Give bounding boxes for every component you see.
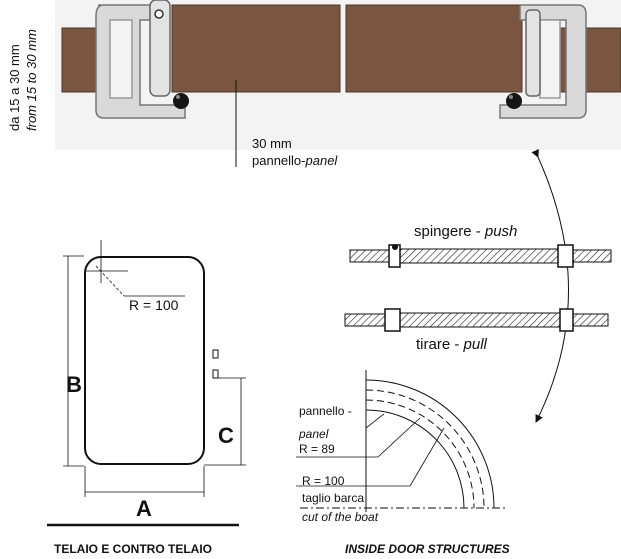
panel-label-it: pannello- [252, 153, 306, 168]
pull-label-en: pull [463, 336, 488, 353]
push-section [349, 244, 612, 268]
pull-right-profile [559, 308, 574, 332]
panel-cross-section: 30 mm pannello-panel da 15 a 30 mm from … [7, 0, 621, 168]
pull-right-wall [572, 313, 609, 327]
structure-panel-radius: R = 89 [299, 442, 335, 456]
structure-panel-label-it: pannello - [299, 404, 352, 418]
push-label: spingere - push [414, 223, 517, 240]
cut-radius-leader [409, 427, 445, 487]
right-gasket-highlight [509, 95, 513, 99]
right-gasket [506, 93, 522, 109]
dashed-arc-inner [365, 399, 475, 509]
panel-name-label: pannello-panel [252, 153, 338, 168]
structure-panel-label-en: panel [298, 427, 329, 441]
structure-detail-drawing [296, 370, 508, 512]
push-right-profile [557, 244, 574, 268]
push-left-wall [349, 249, 391, 263]
center-right-panel [345, 4, 523, 93]
pull-label-it: tirare - [416, 336, 464, 353]
right-frame-profile [499, 4, 587, 119]
pull-left-wall [344, 313, 386, 327]
door-motion-drawing: spingere - push tirare - pull [344, 148, 612, 423]
pull-section [344, 308, 609, 332]
panel-leader [365, 413, 385, 429]
radius-label: R = 100 [129, 297, 179, 313]
push-door-panel [399, 248, 559, 264]
profile-mark-top [212, 349, 219, 359]
panel-size-label: 30 mm [252, 136, 292, 151]
frame-outline-drawing [47, 240, 246, 527]
profile-mark-bottom [212, 369, 219, 379]
panel-label-en: panel [305, 153, 339, 168]
structure-cut-label-en: cut of the boat [302, 510, 379, 524]
left-frame-profile [95, 0, 186, 119]
thickness-label-it: da 15 a 30 mm [7, 44, 22, 131]
pull-left-profile [384, 308, 401, 332]
push-gasket [392, 244, 398, 250]
push-right-wall [572, 249, 612, 263]
structure-cut-label-it: taglio barca [302, 491, 364, 505]
frame-outline [84, 256, 205, 465]
dimension-c-label: C [218, 423, 234, 448]
dashed-arc-outer [365, 389, 485, 509]
push-label-it: spingere - [414, 223, 485, 240]
frame-caption: TELAIO E CONTRO TELAIO [54, 542, 212, 556]
outer-arc [365, 379, 495, 509]
thickness-label-en: from 15 to 30 mm [24, 29, 39, 131]
push-label-en: push [484, 223, 518, 240]
panel-radius-leader [377, 417, 421, 458]
dimension-b-label: B [66, 372, 82, 397]
left-gasket-highlight [176, 95, 180, 99]
dimension-a-label: A [136, 496, 152, 521]
radius-leader [95, 265, 125, 297]
swing-arc [531, 148, 569, 423]
pull-door-panel [399, 312, 561, 328]
left-gasket [173, 93, 189, 109]
pull-label: tirare - pull [416, 336, 488, 353]
center-left-panel [171, 4, 341, 93]
structure-caption: INSIDE DOOR STRUCTURES [345, 542, 510, 556]
structure-cut-radius: R = 100 [302, 474, 345, 488]
inner-arc [365, 409, 465, 509]
